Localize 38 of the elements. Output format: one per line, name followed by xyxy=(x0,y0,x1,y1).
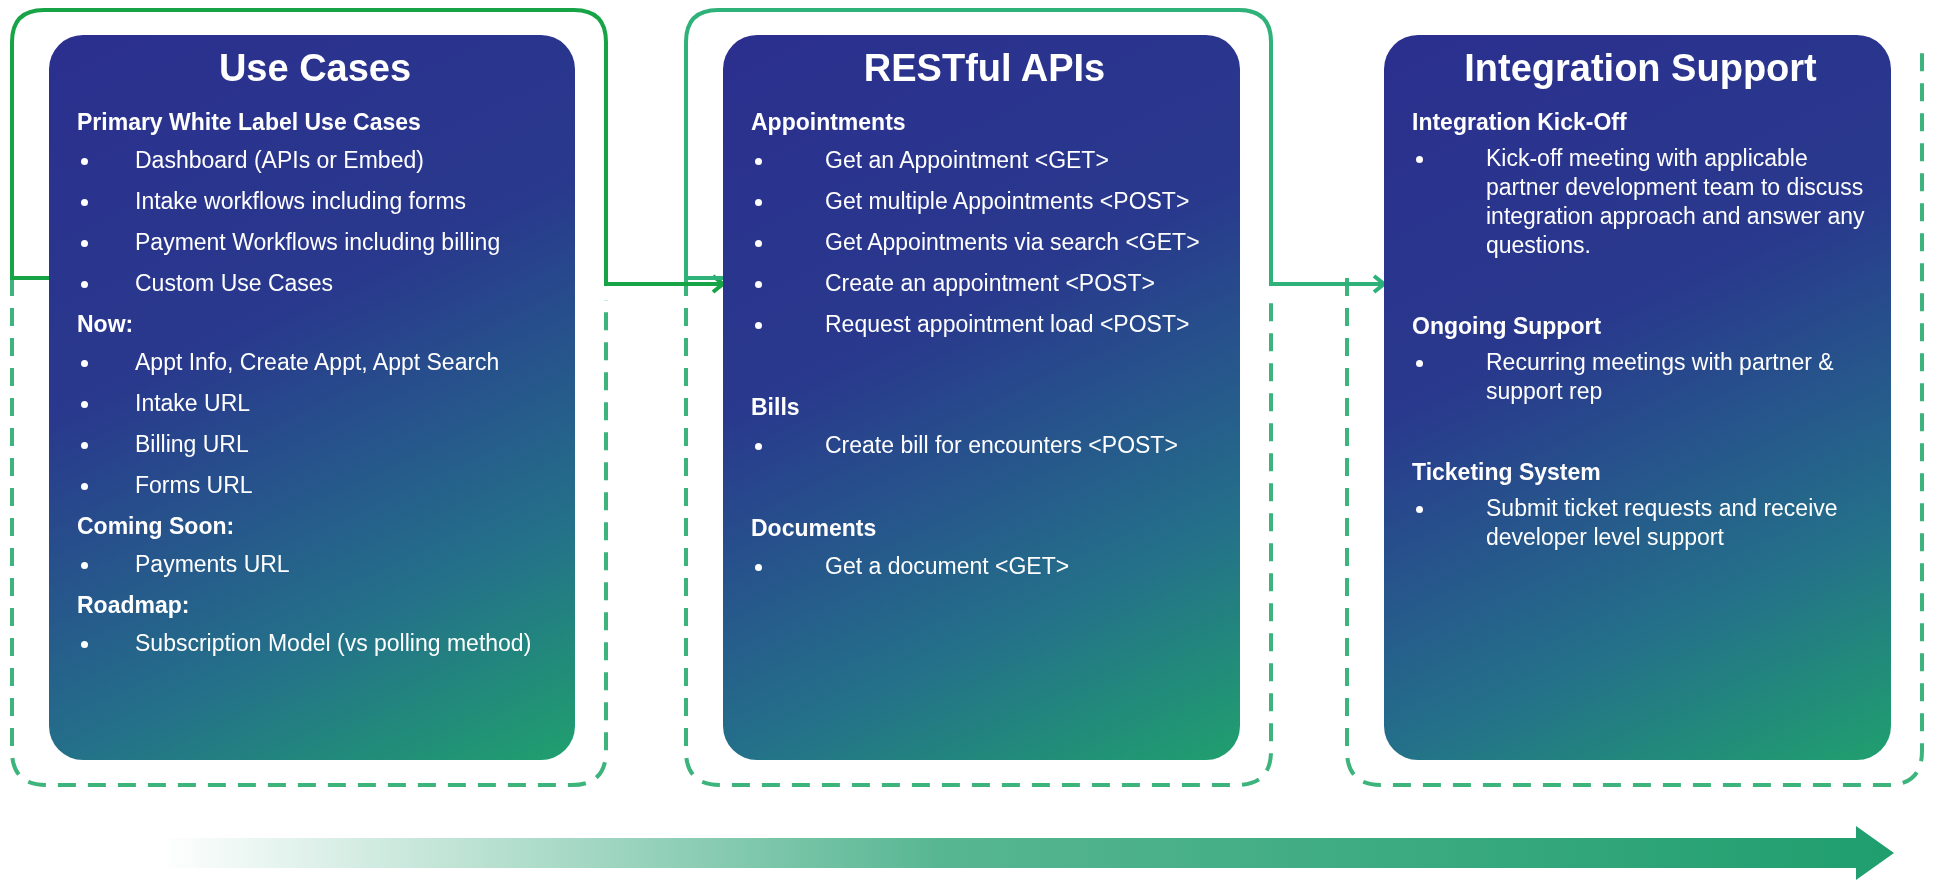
bullet-item: Recurring meetings with partner & support rep xyxy=(1412,348,1869,406)
bullet-item: Request appointment load <POST> xyxy=(751,304,1218,345)
bullet-item: Custom Use Cases xyxy=(77,263,553,304)
bullet-item: Forms URL xyxy=(77,465,553,506)
section-heading: Documents xyxy=(751,514,877,543)
section-heading: Primary White Label Use Cases xyxy=(77,108,421,137)
connector-arrow xyxy=(10,8,725,294)
bullet-item: Kick-off meeting with applicable partner development team to discuss integration approach and answer any questions. xyxy=(1412,144,1869,260)
bullet-item: Intake workflows including forms xyxy=(77,181,553,222)
process-card xyxy=(723,35,1240,760)
section-heading: Roadmap: xyxy=(77,591,190,620)
bullet-item: Get a document <GET> xyxy=(751,546,1218,587)
bullet-item: Payment Workflows including billing xyxy=(77,222,553,263)
card-title: Integration Support xyxy=(1463,47,1818,90)
section-heading: Coming Soon: xyxy=(77,512,235,541)
section-heading: Ticketing System xyxy=(1412,458,1601,487)
section-heading: Appointments xyxy=(751,108,906,137)
bullet-item: Create bill for encounters <POST> xyxy=(751,425,1218,466)
bullet-item: Subscription Model (vs polling method) xyxy=(77,623,553,664)
section-heading: Bills xyxy=(751,393,800,422)
bullet-item: Create an appointment <POST> xyxy=(751,263,1218,304)
process-card xyxy=(49,35,575,760)
bullet-item: Get Appointments via search <GET> xyxy=(751,222,1218,263)
bullet-item: Billing URL xyxy=(77,424,553,465)
section-heading: Ongoing Support xyxy=(1412,312,1602,341)
bullet-item: Get an Appointment <GET> xyxy=(751,140,1218,181)
bullet-item: Payments URL xyxy=(77,544,553,585)
process-card xyxy=(1384,35,1891,760)
card-title: RESTful APIs xyxy=(862,47,1107,90)
bullet-item: Dashboard (APIs or Embed) xyxy=(77,140,553,181)
bullet-item: Submit ticket requests and receive developer level support xyxy=(1412,494,1869,552)
section-heading: Integration Kick-Off xyxy=(1412,108,1627,137)
connector-arrow xyxy=(684,8,1386,294)
bullet-item: Intake URL xyxy=(77,383,553,424)
bullet-item: Get multiple Appointments <POST> xyxy=(751,181,1218,222)
bullet-item: Appt Info, Create Appt, Appt Search xyxy=(77,342,553,383)
card-title: Use Cases xyxy=(217,47,413,90)
section-heading: Now: xyxy=(77,310,134,339)
